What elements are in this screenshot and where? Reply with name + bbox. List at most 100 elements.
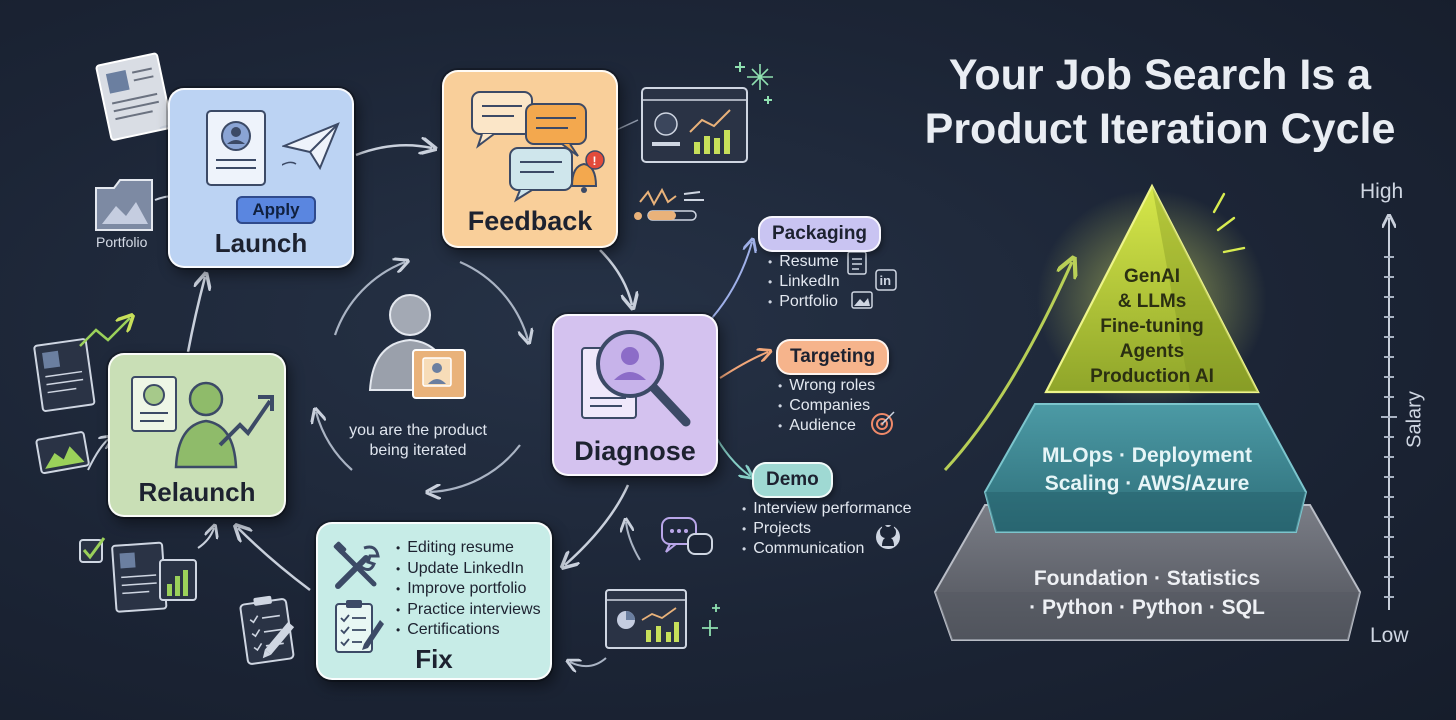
glow-rays: [1212, 192, 1246, 254]
arrow-fix-to-relaunch: [238, 528, 311, 591]
resume-document-icon: [95, 52, 173, 141]
pyramid-bottom-line: Foundation · Statistics: [1033, 567, 1261, 590]
salary-axis-tick: [1384, 376, 1394, 378]
salary-axis-tick: [1384, 296, 1394, 298]
relaunch-documents-icon: [33, 338, 96, 412]
fix-node: Editing resume Update LinkedIn Improve p…: [316, 522, 552, 680]
chat-bubbles-icon: [471, 91, 587, 203]
paper-plane-icon: [282, 122, 340, 171]
svg-text:!: !: [593, 154, 597, 168]
analytics-dashboard-icon: [641, 87, 748, 163]
pyramid-tier-top: [1044, 183, 1260, 394]
targeting-tag: Targeting: [776, 339, 890, 375]
relaunch-node: Relaunch: [108, 353, 286, 517]
targeting-list: Wrong roles Companies Audience: [778, 376, 875, 436]
salary-axis-tick: [1384, 576, 1394, 578]
relaunch-title: Relaunch: [138, 477, 256, 507]
pyramid-top-line: Agents: [1119, 341, 1185, 362]
targeting-item: Audience: [778, 416, 875, 436]
salary-high-label: High: [1360, 180, 1404, 203]
salary-axis-tick: [1384, 336, 1394, 338]
page-title: Your Job Search Is a Product Iteration C…: [905, 48, 1415, 156]
salary-axis-tick: [1384, 356, 1394, 358]
demo-tag: Demo: [752, 462, 833, 498]
growth-arrow-small-icon: [79, 318, 130, 347]
fix-item: Certifications: [396, 620, 541, 641]
salary-axis-label: Salary: [1403, 391, 1426, 448]
salary-axis-tick: [1384, 276, 1394, 278]
fix-item: Practice interviews: [396, 600, 540, 621]
image-card-icon: [35, 431, 90, 475]
fix-title: Fix: [415, 644, 453, 674]
packaging-list: Resume LinkedIn Portfolio: [768, 252, 840, 312]
salary-low-label: Low: [1370, 624, 1409, 647]
feedback-node: ! Feedback: [442, 70, 618, 248]
sparkle-icon: [735, 62, 773, 104]
salary-axis-tick: [1384, 316, 1394, 318]
center-caption-line-2: being iterated: [369, 442, 467, 459]
linkedin-icon: in: [875, 269, 897, 291]
image-icon: [851, 291, 873, 309]
packaging-item: LinkedIn: [768, 272, 840, 292]
targeting-item: Companies: [778, 396, 875, 416]
targeting-item: Wrong roles: [778, 376, 875, 396]
apply-button[interactable]: Apply: [236, 196, 316, 224]
diagnose-node: Diagnose: [552, 314, 718, 476]
portfolio-folder-icon: [95, 179, 153, 231]
pyramid-top-line: GenAI: [1124, 266, 1180, 287]
diagnose-title: Diagnose: [574, 436, 696, 466]
resume-stack-icon: [111, 541, 168, 613]
pyramid-top-line: Production AI: [1090, 366, 1214, 387]
alert-icon: !: [570, 150, 605, 193]
salary-axis-tick: [1384, 476, 1394, 478]
salary-axis-tick: [1381, 416, 1397, 418]
demo-item: Projects: [742, 519, 912, 539]
person-with-box-icon: [368, 294, 466, 399]
growth-person-icon: [131, 376, 274, 469]
fix-item: Editing resume: [396, 538, 541, 559]
packaging-item: Portfolio: [768, 292, 840, 312]
growth-arrow-icon: [943, 262, 1072, 472]
pyramid-tier-middle: [983, 403, 1308, 533]
demo-item: Interview performance: [742, 499, 911, 519]
bar-chart-card-icon: [159, 559, 197, 601]
pyramid-tier-bottom: [933, 504, 1362, 641]
svg-text:in: in: [880, 273, 892, 288]
salary-axis-tick: [1384, 516, 1394, 518]
launch-title: Launch: [214, 228, 308, 258]
fix-item: Update LinkedIn: [396, 559, 541, 580]
salary-axis-tick: [1384, 596, 1394, 598]
fix-item: Improve portfolio: [396, 579, 541, 600]
sparkle-icon-2: [702, 604, 720, 636]
salary-axis-tick: [1384, 496, 1394, 498]
signal-wave-icon: [639, 187, 704, 207]
demo-list: Interview performance Projects Communica…: [742, 499, 912, 559]
demo-item: Communication: [742, 539, 912, 559]
pencil-icon: [262, 622, 295, 659]
checkbox-icon: [79, 537, 106, 563]
pyramid-bottom-label: Foundation · Statistics · Python · Pytho…: [960, 564, 1334, 622]
pyramid-top-line: & LLMs: [1117, 291, 1187, 312]
inner-cycle-arrows: [316, 262, 528, 492]
title-line-1: Your Job Search Is a: [948, 51, 1372, 99]
portfolio-label: Portfolio: [96, 234, 148, 250]
center-caption-line-1: you are the product: [349, 422, 487, 439]
salary-axis-tick: [1384, 436, 1394, 438]
feedback-title: Feedback: [467, 206, 593, 236]
chat-bubble-icon: [661, 517, 713, 555]
salary-axis-tick: [1384, 396, 1394, 398]
fix-items-list: Editing resume Update LinkedIn Improve p…: [396, 538, 541, 641]
salary-axis-tick: [1384, 536, 1394, 538]
launch-node: Apply Launch: [168, 88, 354, 268]
pyramid-middle-line: Scaling · AWS/Azure: [1044, 472, 1250, 495]
arrow-relaunch-to-launch: [186, 277, 205, 353]
arrow-feedback-to-diagnose: [599, 249, 632, 305]
branch-arrow-targeting: [719, 352, 768, 379]
arrow-launch-to-feedback: [355, 145, 432, 157]
salary-axis-tick: [1384, 456, 1394, 458]
resume-mini-icon: [847, 251, 867, 275]
tools-icon: [333, 541, 380, 589]
pyramid-middle-label: MLOps · Deployment Scaling · AWS/Azure: [1002, 442, 1292, 498]
clipboard-icon: [335, 600, 384, 653]
